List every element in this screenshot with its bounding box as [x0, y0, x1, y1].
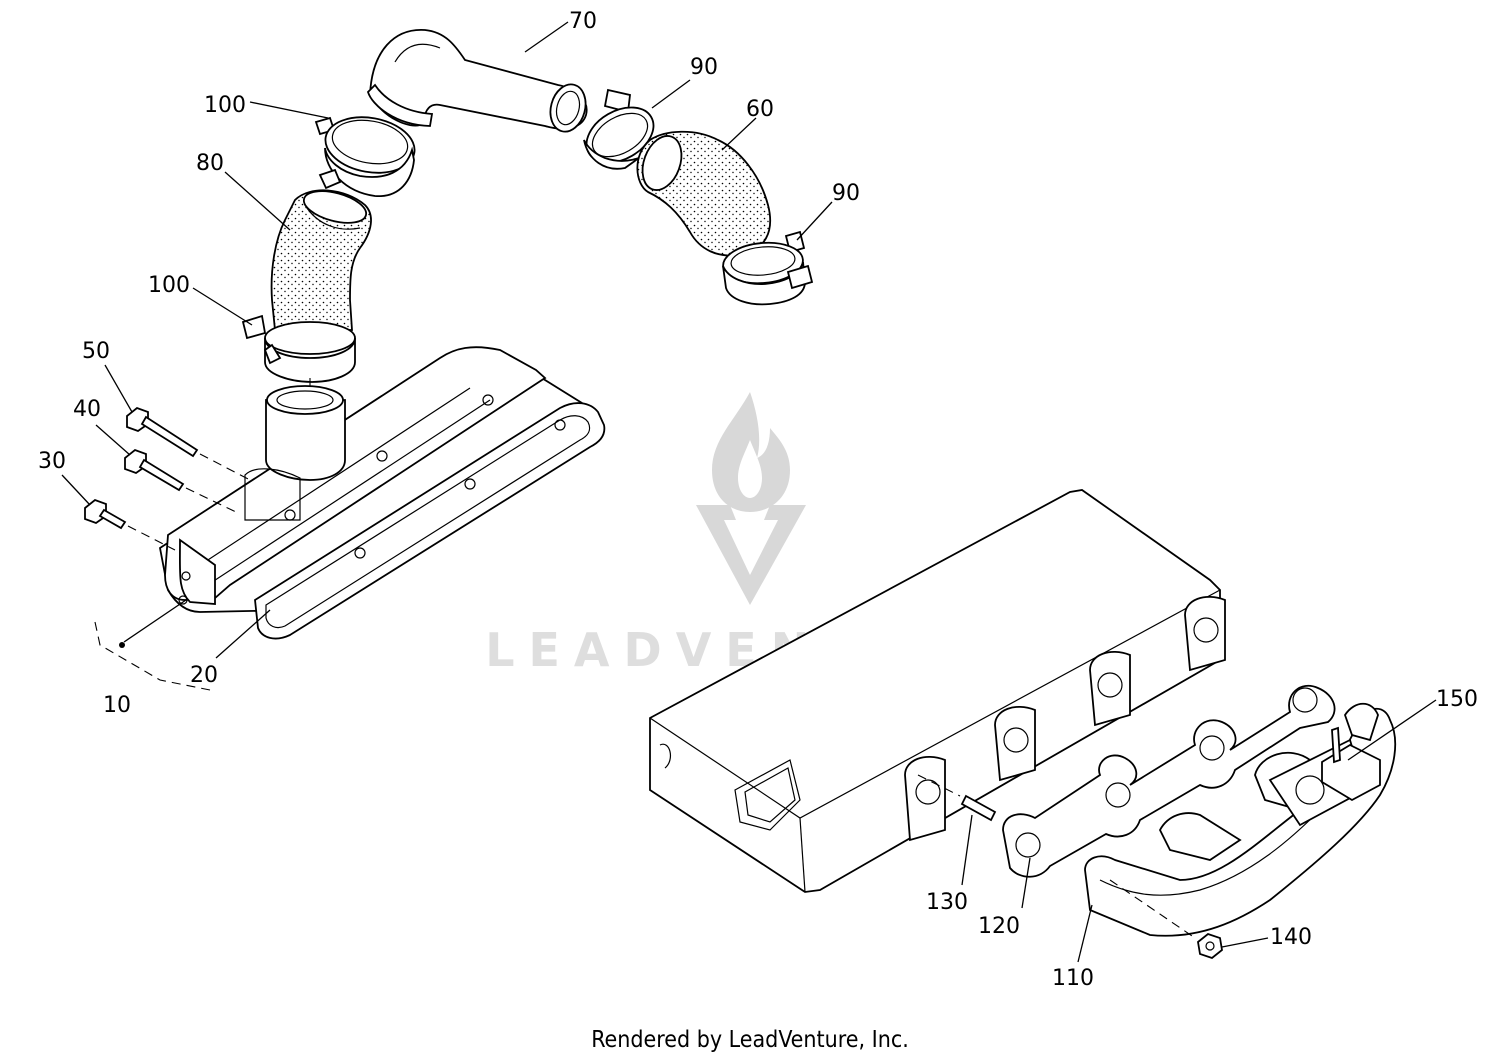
clamp-100-lower: [241, 314, 356, 383]
footer-credit: Rendered by LeadVenture, Inc.: [591, 1027, 909, 1053]
callout-110: 110: [1052, 966, 1094, 991]
bolt-40: [124, 448, 185, 492]
callout-20: 20: [190, 663, 218, 688]
callout-140: 140: [1270, 925, 1312, 950]
callout-70: 70: [569, 9, 597, 34]
hose-60: [636, 130, 772, 257]
bolt-40-centerline: [185, 487, 237, 513]
exhaust-manifold-110: [1084, 702, 1397, 937]
callout-120: 120: [978, 914, 1020, 939]
gasket-20: [254, 402, 606, 640]
callout-100-upper: 100: [204, 93, 246, 118]
flange-150: [1321, 726, 1381, 802]
callout-90-upper: 90: [690, 55, 718, 80]
bolt-50: [126, 406, 199, 458]
stud-130-centerline: [917, 774, 961, 797]
leader-lines: [61, 21, 1437, 963]
callout-30: 30: [38, 449, 66, 474]
stud-130: [960, 794, 997, 822]
gasket-120: [1002, 685, 1336, 878]
nut-140: [1197, 932, 1223, 960]
clamp-100-upper: [314, 116, 416, 197]
callout-80: 80: [196, 151, 224, 176]
callout-130: 130: [926, 890, 968, 915]
hose-80: [270, 189, 372, 331]
callout-90-lower: 90: [832, 181, 860, 206]
callout-40: 40: [73, 397, 101, 422]
cylinder-head: [649, 489, 1226, 893]
watermark-logo: [696, 392, 806, 605]
callout-50: 50: [82, 339, 110, 364]
hose-70: [366, 29, 588, 133]
clamp-90-lower: [722, 230, 814, 306]
callout-10: 10: [103, 693, 131, 718]
clamp-90-upper: [583, 88, 655, 170]
manifold-10: [159, 346, 599, 613]
callout-150: 150: [1436, 687, 1478, 712]
callout-100-lower: 100: [148, 273, 190, 298]
bolt-30-centerline: [127, 525, 176, 551]
bolt-30: [84, 498, 127, 530]
callout-60: 60: [746, 97, 774, 122]
assembly-dot: [119, 642, 125, 648]
nut-140-centerline: [1109, 879, 1196, 939]
bolt-50-centerline: [199, 453, 251, 481]
